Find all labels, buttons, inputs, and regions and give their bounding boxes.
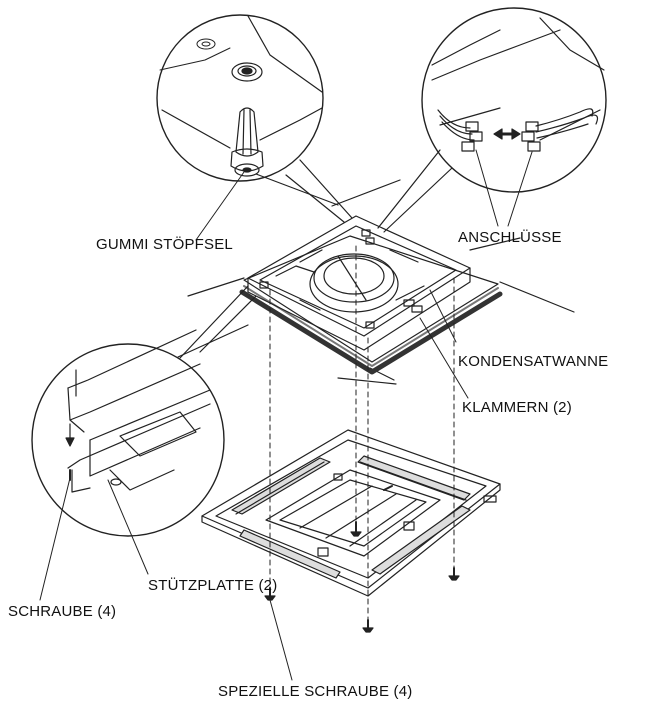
label-support-plate: STÜTZPLATTE (2) (148, 577, 278, 594)
label-leaders (40, 150, 532, 680)
ceiling-plane (178, 174, 574, 384)
label-clamps: KLAMMERN (2) (462, 399, 572, 416)
connect-arrow (494, 129, 520, 139)
rubber-plug (231, 108, 263, 176)
assembly-guide-lines (270, 246, 454, 620)
detail-circle-support-plate (32, 286, 256, 536)
label-connectors: ANSCHLÜSSE (458, 229, 562, 246)
detail-circle-rubber-plug (157, 15, 352, 222)
ceiling-panel (202, 430, 500, 596)
indoor-unit-body (248, 216, 470, 350)
special-screws (265, 522, 459, 632)
label-drain-pan: KONDENSATWANNE (458, 353, 609, 370)
label-rubber-plug: GUMMI STÖPFSEL (96, 236, 233, 253)
detail-circle-connectors (378, 8, 606, 232)
label-screw: SCHRAUBE (4) (8, 603, 117, 620)
label-special-screw: SPEZIELLE SCHRAUBE (4) (218, 683, 413, 700)
